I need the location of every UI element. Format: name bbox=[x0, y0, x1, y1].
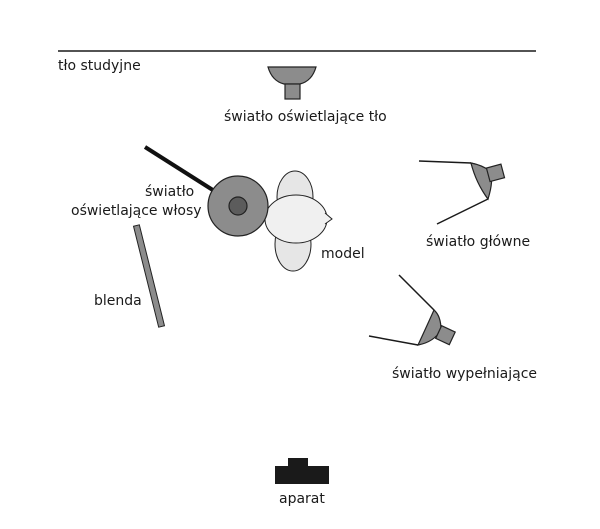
fill-light-body bbox=[434, 324, 457, 346]
key-light-body bbox=[485, 163, 506, 183]
key-light-reflector-face bbox=[470, 162, 493, 201]
reflector-panel bbox=[132, 224, 166, 328]
key-light-beam-lower bbox=[436, 198, 489, 225]
fill-light bbox=[368, 274, 457, 346]
fill-light-beam-upper bbox=[398, 274, 435, 311]
model-nose bbox=[324, 212, 333, 225]
backdrop-label: tło studyjne bbox=[58, 58, 141, 74]
key-light-beam-upper bbox=[418, 160, 472, 164]
camera-body bbox=[275, 466, 329, 484]
fill-light-beam-lower bbox=[368, 335, 419, 346]
hair-light-bulb bbox=[228, 196, 248, 216]
key-light bbox=[418, 160, 506, 225]
background-light-reflector bbox=[267, 66, 317, 85]
fill-light-reflector-face bbox=[416, 309, 442, 346]
background-light-body bbox=[284, 83, 301, 100]
camera-top bbox=[288, 458, 308, 466]
camera-label: aparat bbox=[279, 491, 325, 507]
model-head bbox=[264, 194, 328, 244]
key-light-label: światło główne bbox=[426, 234, 530, 250]
reflector-label: blenda bbox=[94, 293, 142, 309]
background-light-label: światło oświetlające tło bbox=[224, 109, 387, 125]
hair-light-label-line1: światło bbox=[145, 184, 194, 200]
model-figure bbox=[207, 170, 333, 272]
model-label: model bbox=[321, 246, 365, 262]
fill-light-label: światło wypełniające bbox=[392, 366, 537, 382]
hair-light-label-line2: oświetlające włosy bbox=[71, 203, 202, 219]
camera-icon bbox=[275, 458, 329, 484]
background-light bbox=[267, 66, 317, 100]
